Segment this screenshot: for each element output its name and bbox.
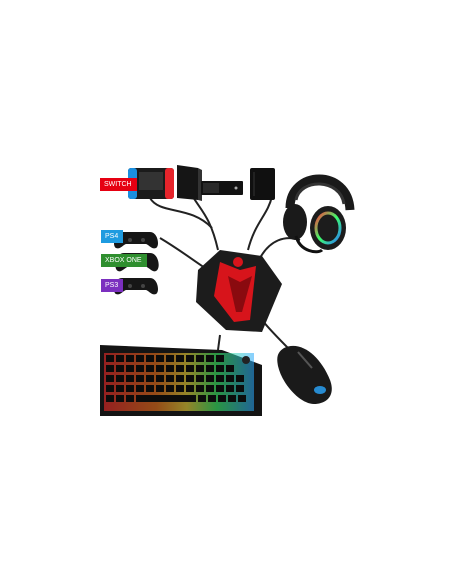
switch-console-icon <box>128 168 174 199</box>
tag-ps3: PS3 <box>101 279 124 292</box>
rgb-keyboard-icon <box>100 345 262 416</box>
gamepad-ps3-icon <box>114 278 158 295</box>
xbox-one-console-icon <box>201 181 243 195</box>
ps4-console-icon <box>177 165 202 201</box>
tag-ps4: PS4 <box>101 230 124 243</box>
tag-switch: SWITCH <box>100 178 137 191</box>
gamepad-ps4-icon <box>114 232 158 249</box>
adapter-hub-icon <box>196 250 282 332</box>
tag-xbox: XBOX ONE <box>101 254 147 267</box>
ps3-console-icon <box>250 168 275 200</box>
gaming-mouse-icon <box>277 345 332 404</box>
gaming-headset-icon <box>283 174 355 254</box>
